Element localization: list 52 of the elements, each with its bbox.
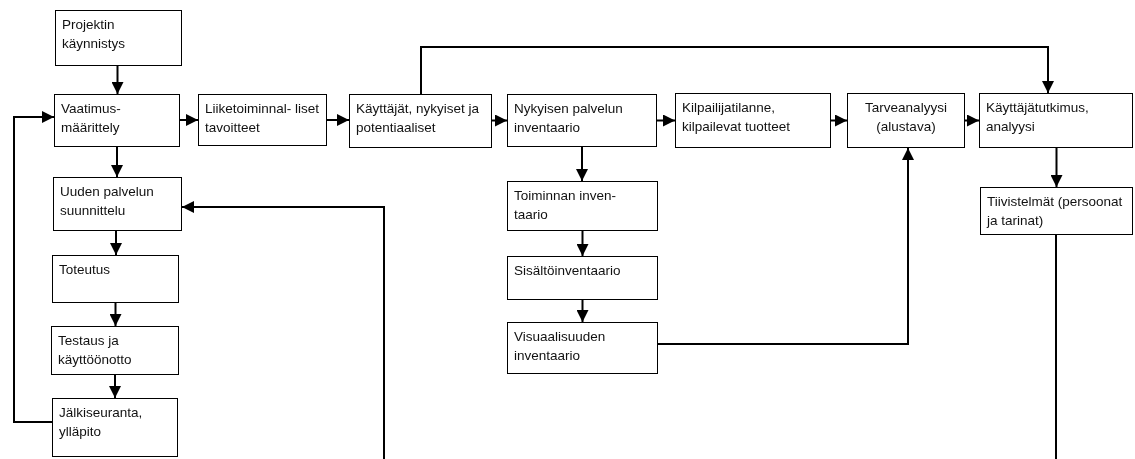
connector-line — [1055, 234, 1057, 459]
process-box — [847, 93, 965, 148]
process-box — [55, 10, 182, 66]
arrow — [109, 374, 121, 399]
process-box — [675, 93, 831, 148]
arrow — [657, 147, 914, 345]
node-label: Käyttäjät, nykyiset ja potentiaaliset — [356, 100, 481, 137]
process-box — [53, 177, 182, 231]
process-box — [51, 326, 179, 375]
node-label: Sisältöinventaario — [514, 262, 622, 280]
arrow — [576, 230, 589, 257]
arrow — [1050, 147, 1063, 188]
arrow — [656, 114, 676, 127]
node-label: Testaus ja käyttöönotto — [58, 332, 133, 369]
arrow — [111, 146, 123, 178]
node-label: Käyttäjätutkimus, analyysi — [986, 99, 1090, 136]
process-box — [507, 322, 658, 374]
arrow — [830, 114, 848, 127]
node-label: Jälkiseuranta, ylläpito — [59, 404, 144, 441]
arrow — [110, 230, 122, 256]
arrow — [964, 114, 980, 127]
node-label: Uuden palvelun suunnittelu — [60, 183, 155, 220]
arrow — [576, 299, 589, 323]
process-box — [979, 93, 1133, 148]
arrow — [111, 65, 124, 95]
arrow — [326, 114, 350, 126]
process-box — [52, 255, 179, 303]
node-label: Kilpailijatilanne, kilpailevat tuotteet — [682, 99, 792, 136]
process-box — [507, 94, 657, 147]
node-label: Tarveanalyysi (alustava) — [864, 99, 948, 136]
arrow — [181, 201, 385, 459]
process-box — [507, 256, 658, 300]
arrow — [13, 111, 55, 423]
process-box — [507, 181, 658, 231]
arrow — [179, 114, 199, 126]
arrow — [491, 114, 508, 127]
process-box — [54, 94, 180, 147]
node-label: Liiketoiminnal- liset tavoitteet — [205, 100, 320, 137]
node-label: Tiivistelmät (persoonat ja tarinat) — [987, 193, 1124, 230]
arrow — [109, 302, 122, 327]
process-box — [198, 94, 327, 146]
node-label: Toteutus — [59, 261, 112, 279]
process-box — [980, 187, 1133, 235]
node-label: Projektin käynnistys — [62, 16, 127, 53]
node-label: Visuaalisuuden inventaario — [514, 328, 607, 365]
node-label: Nykyisen palvelun inventaario — [514, 100, 624, 137]
node-label: Toiminnan inven- taario — [514, 187, 618, 224]
process-box — [349, 94, 492, 148]
arrow — [420, 46, 1054, 95]
arrow — [576, 146, 588, 182]
node-label: Vaatimus- määrittely — [61, 100, 122, 137]
process-box — [52, 398, 178, 457]
